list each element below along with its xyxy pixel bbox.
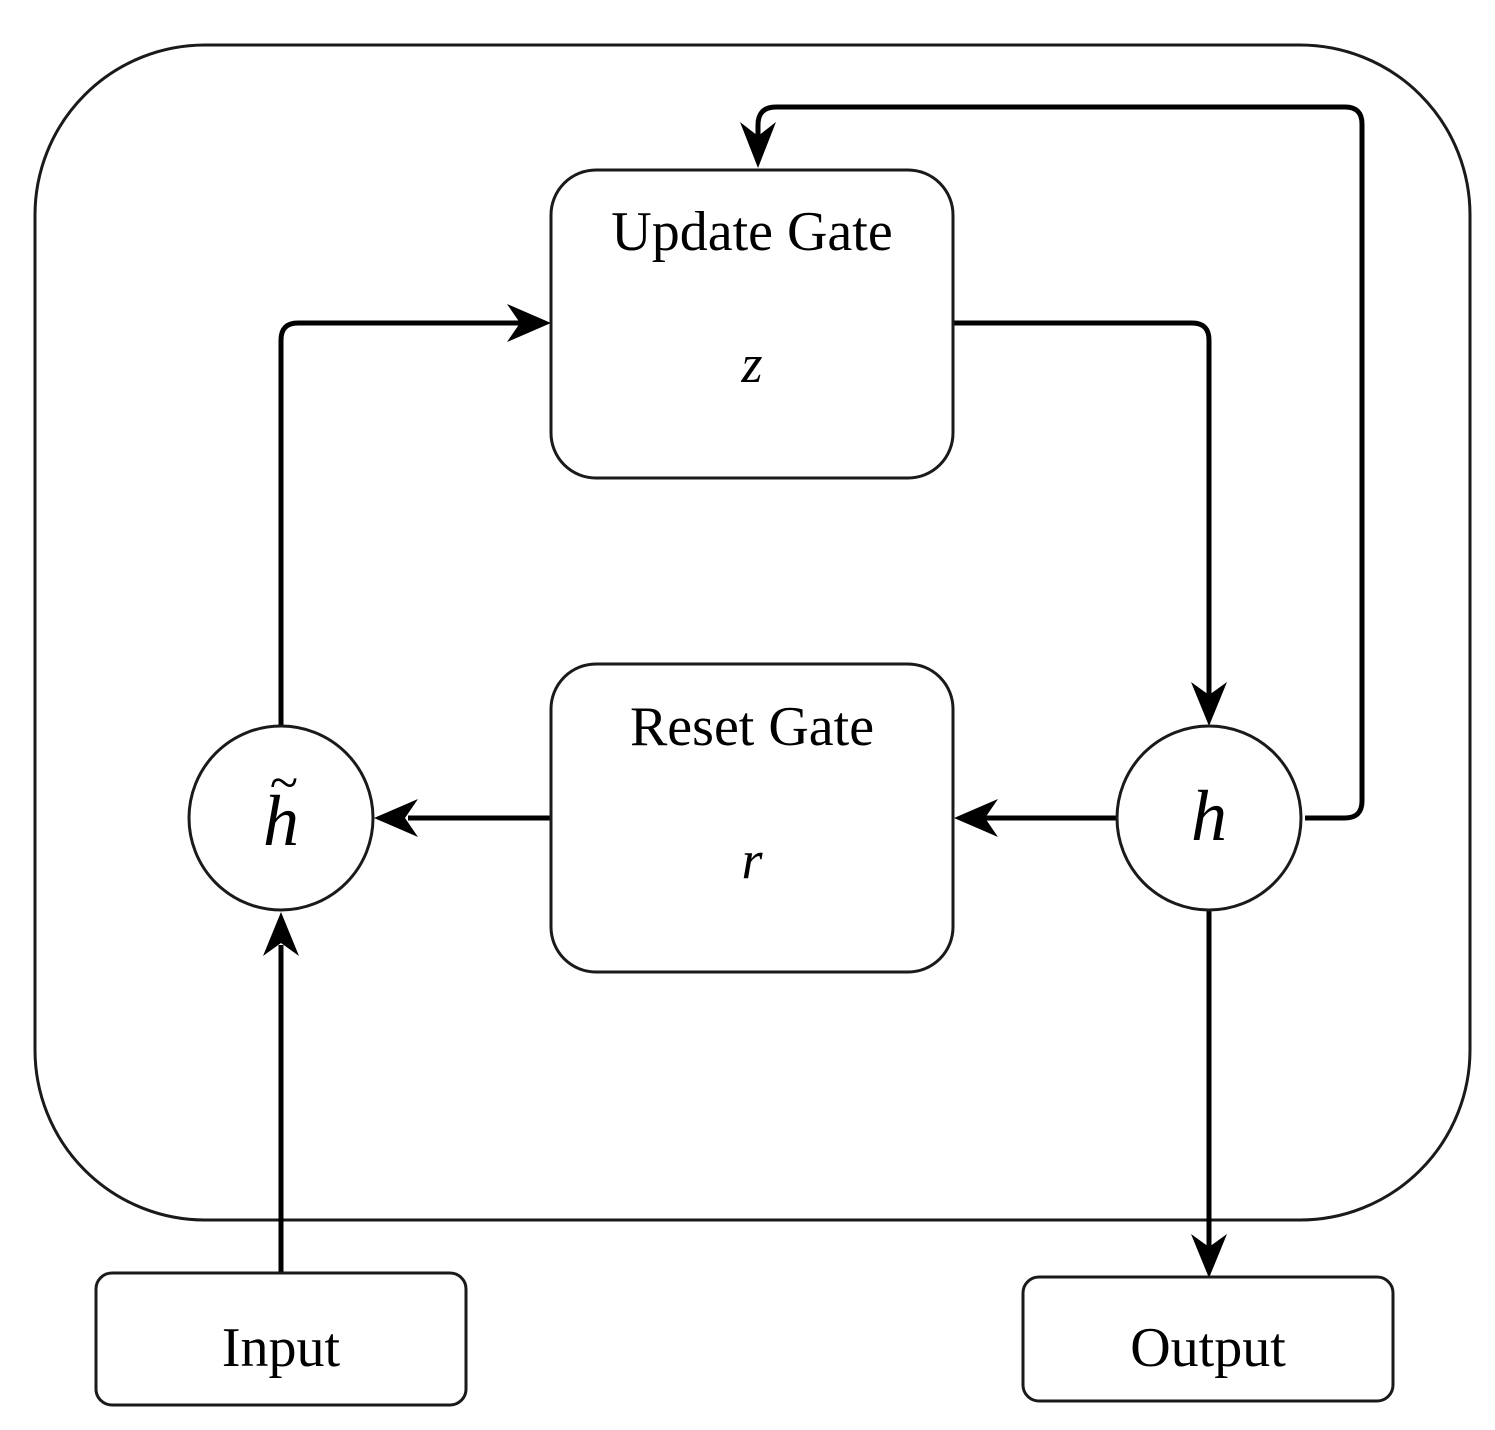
reset-gate-symbol: r [741, 830, 763, 890]
update-gate-title: Update Gate [611, 201, 892, 263]
input-label: Input [222, 1317, 341, 1379]
arrowhead-candidate-right [374, 799, 418, 837]
arrowhead-reset-gate-right [954, 799, 998, 837]
reset-gate-box: Reset Gate r [549, 662, 955, 974]
candidate-state-tilde: ~ [270, 755, 298, 812]
gru-cell-frame [33, 43, 1472, 1222]
reset-gate-title: Reset Gate [630, 696, 874, 758]
input-box: Input [94, 1271, 468, 1407]
arrowhead-candidate-bottom [263, 912, 299, 956]
arrowhead-update-gate-top [740, 122, 776, 168]
output-box: Output [1021, 1275, 1395, 1403]
hidden-state-node: h [1115, 724, 1303, 912]
candidate-state-symbol: h [263, 781, 299, 861]
update-gate-symbol: z [740, 334, 762, 394]
arrowhead-h-top [1191, 682, 1227, 726]
edge-h-to-update-gate [755, 104, 1365, 821]
arrowhead-update-gate-left [507, 304, 551, 342]
hidden-state-symbol: h [1191, 776, 1227, 856]
edge-update-gate-to-h [953, 320, 1212, 695]
candidate-state-node: ~ h [187, 724, 375, 912]
arrowhead-output-top [1191, 1234, 1227, 1278]
update-gate-box: Update Gate z [549, 168, 955, 480]
edge-candidate-to-update-gate [278, 320, 520, 727]
output-label: Output [1130, 1317, 1286, 1379]
